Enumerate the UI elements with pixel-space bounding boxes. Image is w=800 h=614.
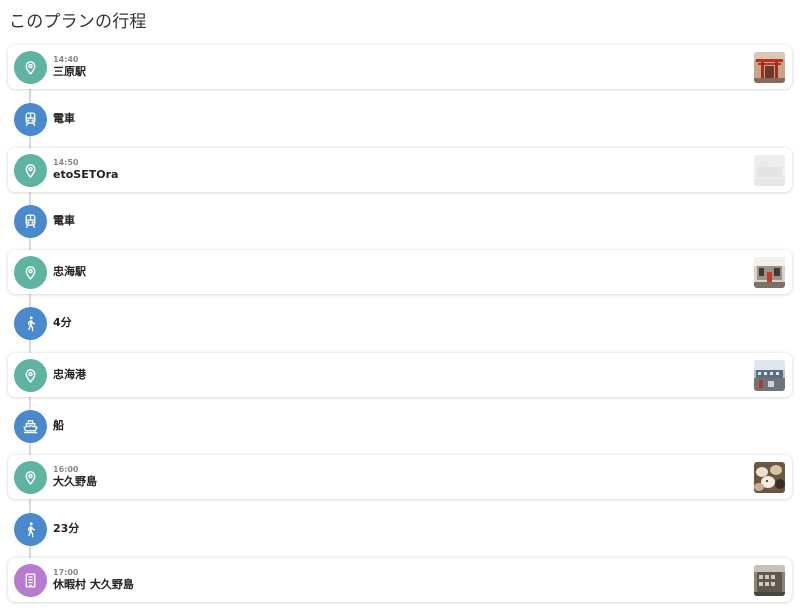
transport-label: 4分 — [53, 316, 72, 329]
transport-step: 4分 — [8, 301, 792, 345]
building-icon — [14, 564, 47, 597]
faded-photo — [754, 155, 785, 186]
hotel-card[interactable]: 17:00 休暇村 大久野島 — [8, 558, 792, 602]
map-pin-icon — [14, 359, 47, 392]
transport-label: 船 — [53, 419, 64, 432]
spot-name: 大久野島 — [53, 475, 97, 488]
spot-card[interactable]: 14:40 三原駅 — [8, 45, 792, 89]
hotel-photo — [754, 565, 785, 596]
spot-name: 忠海駅 — [53, 265, 86, 278]
port-photo — [754, 360, 785, 391]
spot-time: 16:00 — [53, 465, 79, 474]
rabbits-photo — [754, 462, 785, 493]
spot-card[interactable]: 忠海駅 — [8, 250, 792, 294]
torii-photo — [754, 52, 785, 83]
spot-card[interactable]: 忠海港 — [8, 353, 792, 397]
page-title: このプランの行程 — [9, 12, 147, 32]
train-icon — [14, 205, 47, 238]
transport-label: 電車 — [53, 112, 75, 125]
transport-step: 電車 — [8, 97, 792, 141]
walking-icon — [14, 307, 47, 340]
station-photo — [754, 257, 785, 288]
transport-label: 23分 — [53, 522, 80, 535]
ship-icon — [14, 410, 47, 443]
transport-label: 電車 — [53, 214, 75, 227]
map-pin-icon — [14, 51, 47, 84]
train-icon — [14, 103, 47, 136]
map-pin-icon — [14, 256, 47, 289]
transport-step: 23分 — [8, 507, 792, 551]
spot-time: 17:00 — [53, 568, 79, 577]
spot-card[interactable]: 14:50 etoSETOra — [8, 148, 792, 192]
transport-step: 電車 — [8, 199, 792, 243]
map-pin-icon — [14, 154, 47, 187]
map-pin-icon — [14, 461, 47, 494]
transport-step: 船 — [8, 404, 792, 448]
spot-name: 休暇村 大久野島 — [53, 578, 134, 591]
spot-time: 14:40 — [53, 55, 79, 64]
spot-name: etoSETOra — [53, 168, 119, 181]
spot-name: 忠海港 — [53, 368, 86, 381]
spot-time: 14:50 — [53, 158, 79, 167]
spot-card[interactable]: 16:00 大久野島 — [8, 455, 792, 499]
spot-name: 三原駅 — [53, 65, 86, 78]
walking-icon — [14, 513, 47, 546]
